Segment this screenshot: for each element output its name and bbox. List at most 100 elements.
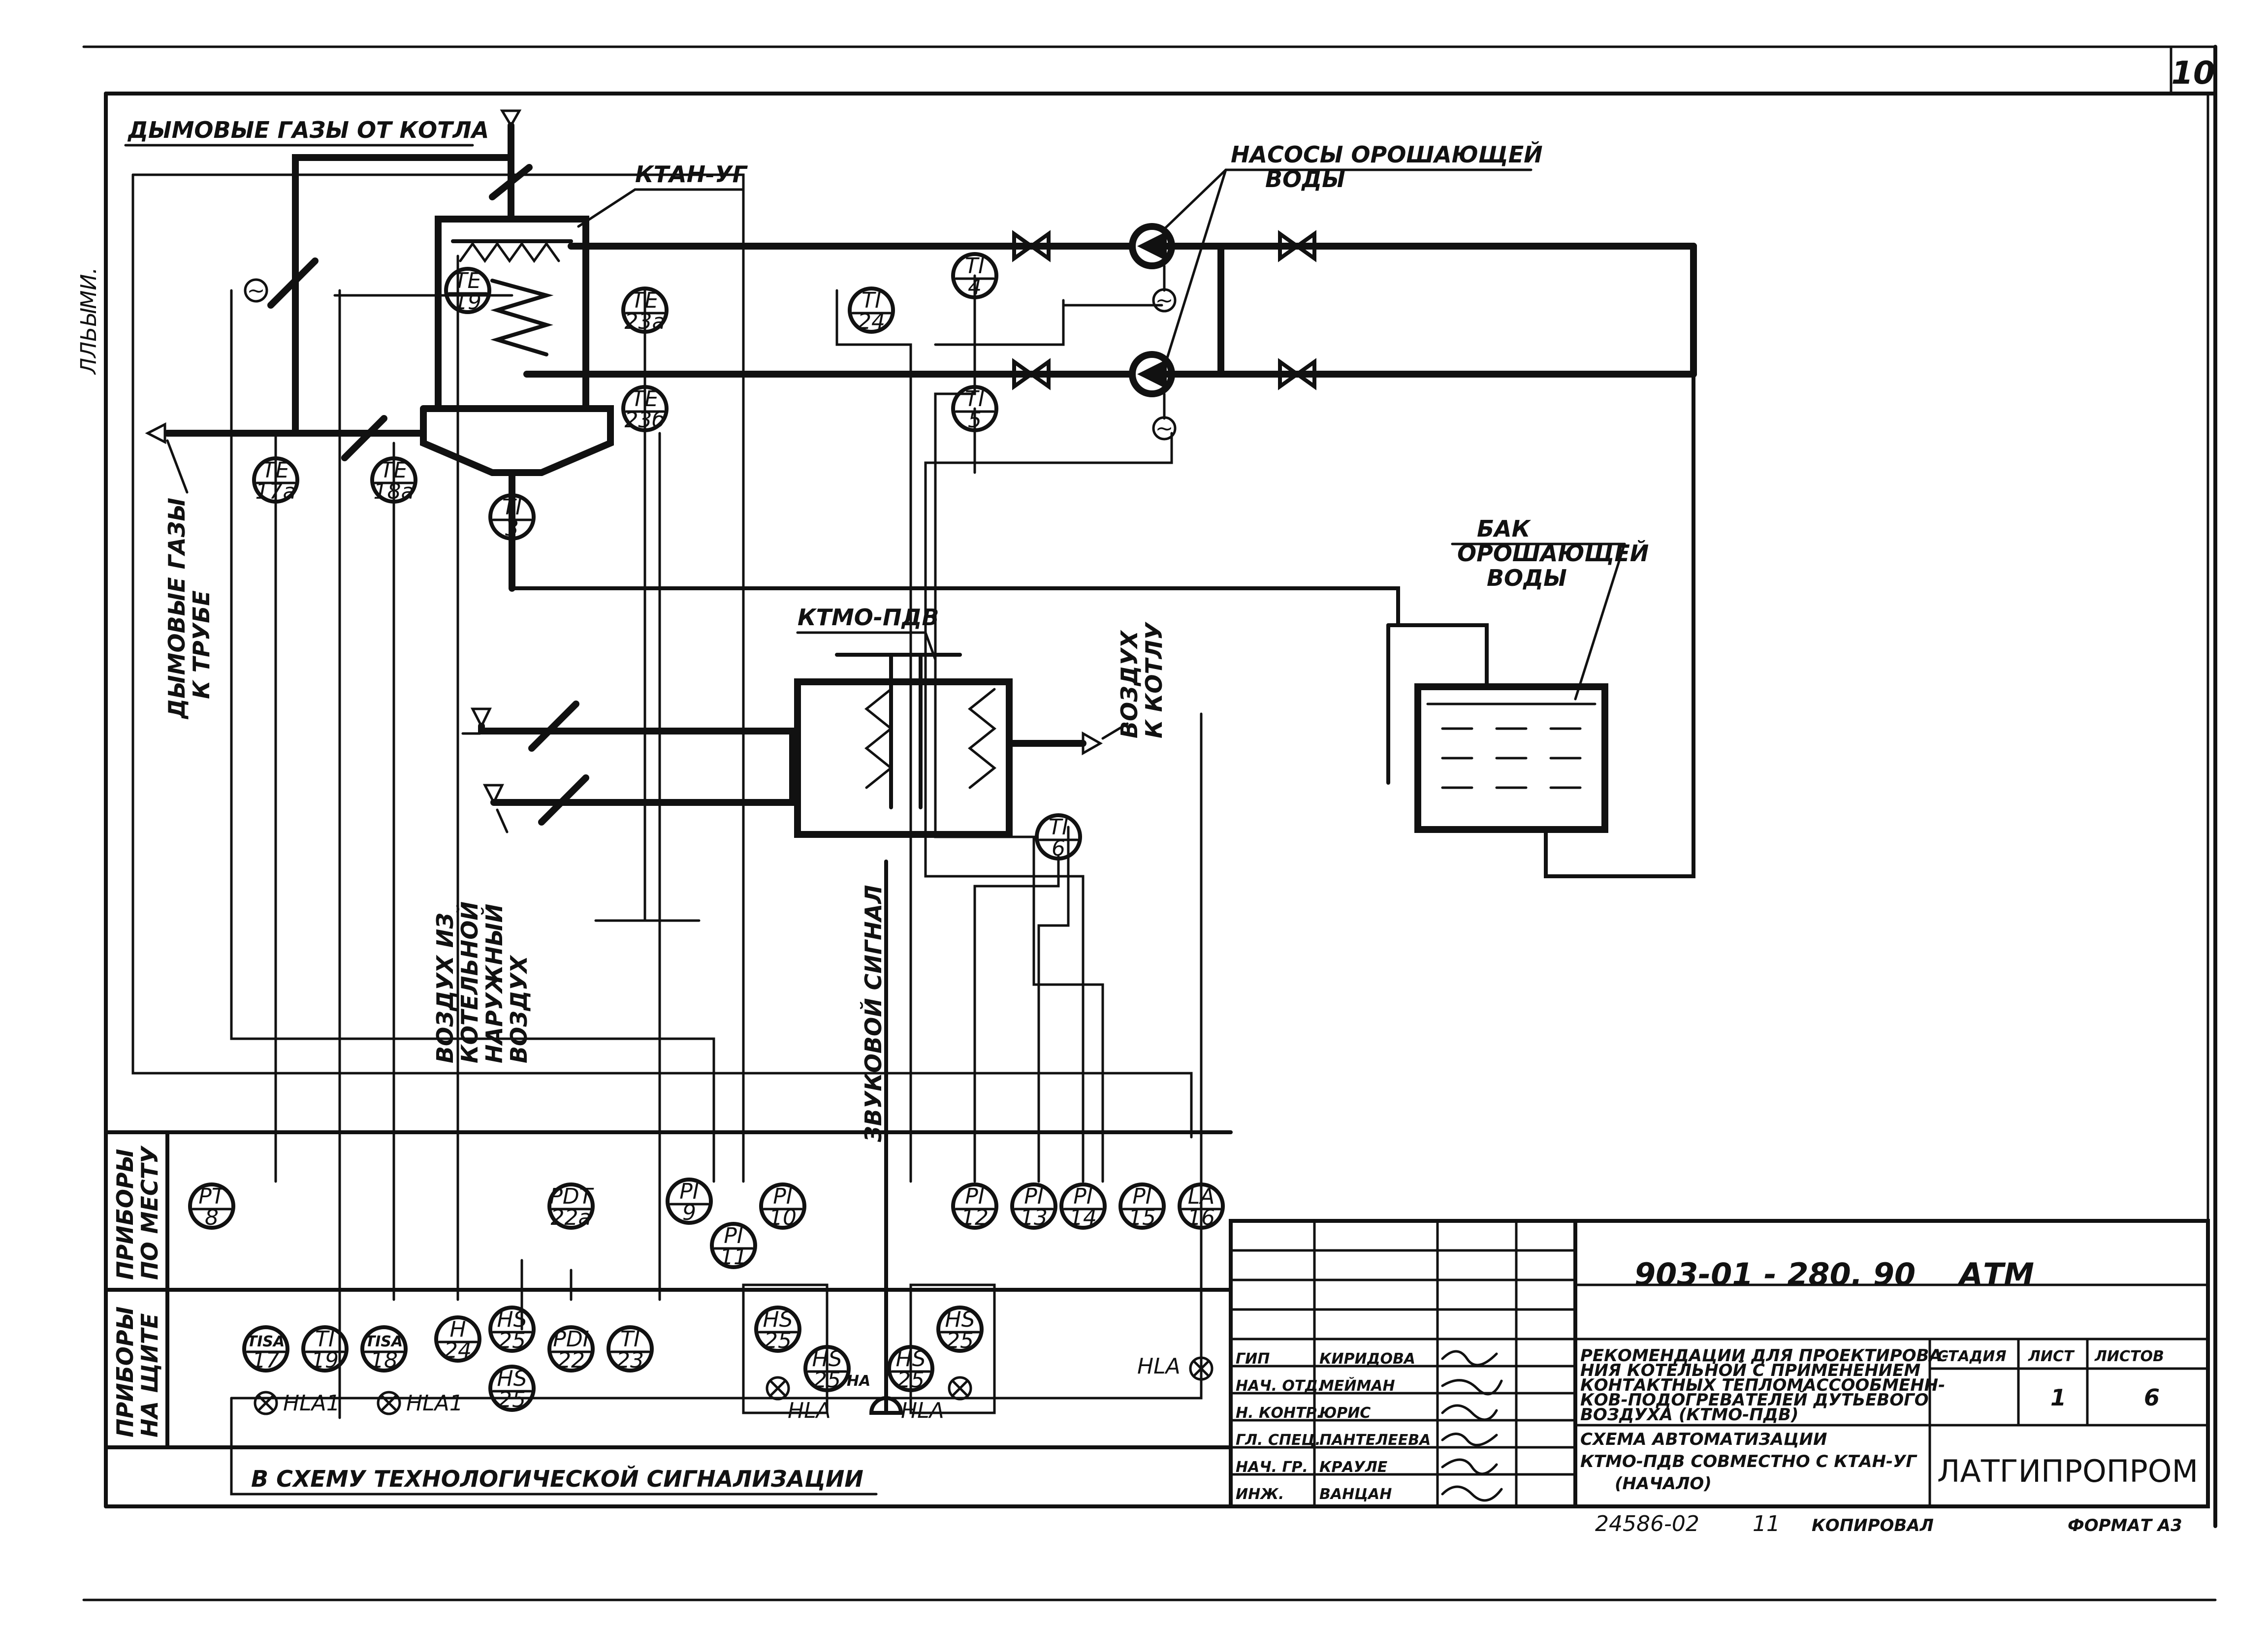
pump-1[interactable]: ~ (1129, 223, 1177, 313)
copied-label: КОПИРОВАЛ (1812, 1516, 1934, 1535)
room-air-damper (528, 701, 579, 752)
pump-2-motor-icon (1152, 416, 1177, 441)
footer-code: 24586-02 (1595, 1511, 1699, 1536)
outside-air-label-1: НАРУЖНЫЙ (481, 904, 508, 1063)
instrument-ti5[interactable]: TI 5 (951, 385, 998, 433)
instrument-ti4[interactable]: TI 4 (951, 252, 998, 300)
water-piping (509, 243, 1697, 627)
instrument-hs25e[interactable]: HS 25 (887, 1345, 934, 1393)
instrument-hs25a[interactable]: HS 25 (488, 1306, 536, 1353)
instrument-ti6[interactable]: TI 6 (1035, 813, 1082, 861)
svg-text:~: ~ (1155, 416, 1174, 441)
svg-text:12: 12 (961, 1205, 989, 1230)
ktmo-label: КТМО-ПДВ (798, 604, 939, 631)
svg-text:~: ~ (247, 278, 265, 303)
lamp-hla1-b[interactable]: HLA1 (377, 1391, 463, 1416)
instrument-pi13[interactable]: PI 13 (1010, 1182, 1057, 1230)
instrument-hs25c[interactable]: HS 25 (754, 1306, 801, 1353)
instrument-ti24[interactable]: TI 24 (848, 287, 895, 334)
instrument-pi10[interactable]: PI 10 (759, 1182, 806, 1230)
instrument-te17a[interactable]: TE 17а (252, 456, 299, 504)
instrument-tisa17[interactable]: TISA 17 (242, 1325, 289, 1373)
instrument-table (104, 1130, 1233, 1449)
svg-text:13: 13 (1020, 1205, 1048, 1230)
description-line-4: КОВ-ПОДОГРЕВАТЕЛЕЙ ДУТЬЕВОГО (1580, 1390, 1929, 1410)
flue-from-boiler-label: ДЫМОВЫЕ ГАЗЫ ОТ КОТЛА (127, 117, 489, 143)
svg-text:HLA1: HLA1 (406, 1391, 463, 1416)
valve-4[interactable] (1278, 358, 1316, 390)
instrument-ti23[interactable]: TI 23 (607, 1325, 654, 1373)
flue-outlet-funnel (145, 422, 166, 445)
svg-text:TE: TE (381, 458, 408, 483)
svg-text:H: H (449, 1317, 466, 1342)
svg-text:17: 17 (252, 1348, 280, 1373)
pump-2[interactable]: ~ (1129, 351, 1177, 441)
lamp-hla-a[interactable]: HLA (766, 1376, 831, 1423)
lamp-hla-c[interactable]: HLA (1137, 1354, 1214, 1381)
page-number: 10 (2171, 55, 2215, 92)
description-line-3: КОНТАКТНЫХ ТЕПЛОМАССООБМЕНН- (1580, 1375, 1945, 1395)
flue-damper (489, 164, 533, 200)
instrument-ti19[interactable]: TI 19 (301, 1325, 349, 1373)
instrument-h24[interactable]: H 24 (434, 1315, 481, 1363)
horn-ha[interactable]: HA (847, 1373, 903, 1415)
svg-text:HS: HS (812, 1346, 842, 1372)
svg-text:17а: 17а (256, 479, 296, 504)
instrument-pdt22a[interactable]: PDT 22а (547, 1182, 595, 1230)
instrument-hs25f[interactable]: HS 25 (936, 1306, 984, 1353)
svg-text:18: 18 (370, 1348, 398, 1373)
outside-air-damper (538, 774, 589, 826)
svg-text:23: 23 (616, 1348, 644, 1373)
col-sheet: ЛИСТ (2028, 1348, 2075, 1365)
instrument-pi11[interactable]: PI 11 (710, 1222, 757, 1270)
people-list: ГИП КИРИДОВА НАЧ. ОТД. МЕЙМАН Н. КОНТР. … (1236, 1350, 1431, 1503)
svg-text:19: 19 (311, 1348, 339, 1373)
instrument-pdi22[interactable]: PDI 22 (547, 1325, 595, 1373)
valve-3[interactable] (1012, 358, 1051, 390)
description-line-2: НИЯ КОТЕЛЬНОЙ С ПРИМЕНЕНИЕМ (1580, 1360, 1920, 1380)
valve-1[interactable] (1012, 230, 1051, 262)
tank-label-3: ВОДЫ (1487, 565, 1567, 591)
instrument-te23a[interactable]: TE 23а (621, 287, 669, 334)
instrument-pi12[interactable]: PI 12 (951, 1182, 998, 1230)
signatures (1441, 1350, 1503, 1502)
instrument-pi14[interactable]: PI 14 (1059, 1182, 1107, 1230)
local-instruments-label-2: ПО МЕСТУ (136, 1145, 163, 1280)
damper-actuator-1 (244, 278, 268, 303)
tank-label-1: БАК (1477, 515, 1532, 542)
lamp-hla1-a[interactable]: HLA1 (254, 1391, 340, 1416)
svg-text:16: 16 (1187, 1205, 1215, 1230)
instrument-ti3[interactable]: TI 3 (488, 493, 536, 541)
svg-text:PI: PI (1024, 1184, 1044, 1209)
sound-signal-label: ЗВУКОВОЙ СИГНАЛ (860, 885, 887, 1143)
svg-text:18а: 18а (374, 479, 415, 504)
svg-text:25: 25 (498, 1387, 526, 1412)
valve-2[interactable] (1278, 230, 1316, 262)
instrument-pi9[interactable]: PI 9 (666, 1178, 713, 1225)
instrument-la16[interactable]: LA 16 (1178, 1182, 1225, 1230)
svg-text:TE: TE (262, 458, 289, 483)
instrument-hs25d[interactable]: HS 25 (803, 1345, 851, 1393)
instrument-pi15[interactable]: PI 15 (1118, 1182, 1166, 1230)
svg-text:TE: TE (454, 268, 481, 293)
svg-text:HS: HS (497, 1307, 527, 1332)
svg-text:~: ~ (1155, 288, 1174, 313)
svg-text:ГЛ. СПЕЦ.: ГЛ. СПЕЦ. (1236, 1432, 1321, 1449)
room-air-inlet (470, 707, 492, 729)
instrument-hs25b[interactable]: HS 25 (488, 1365, 536, 1412)
instrument-te18a[interactable]: TE 18а (370, 456, 417, 504)
instrument-tisa18[interactable]: TISA 18 (360, 1325, 408, 1373)
organization: ЛАТГИПРОПРОМ (1937, 1453, 2198, 1489)
svg-text:ГИП: ГИП (1236, 1350, 1270, 1368)
sheets-total: 6 (2144, 1384, 2160, 1411)
instrument-te19[interactable]: TE 19 (444, 267, 491, 315)
instrument-te23b[interactable]: TE 23б (621, 385, 669, 433)
svg-text:HLA: HLA (788, 1398, 831, 1423)
svg-text:TISA: TISA (247, 1333, 285, 1350)
air-to-boiler-label-2: К КОТЛУ (1141, 621, 1167, 738)
irrigation-water-tank (1386, 372, 1695, 878)
instrument-pt8[interactable]: PT 8 (188, 1182, 235, 1230)
svg-text:PI: PI (1132, 1184, 1152, 1209)
lamp-hla-b[interactable]: HLA (901, 1376, 972, 1423)
